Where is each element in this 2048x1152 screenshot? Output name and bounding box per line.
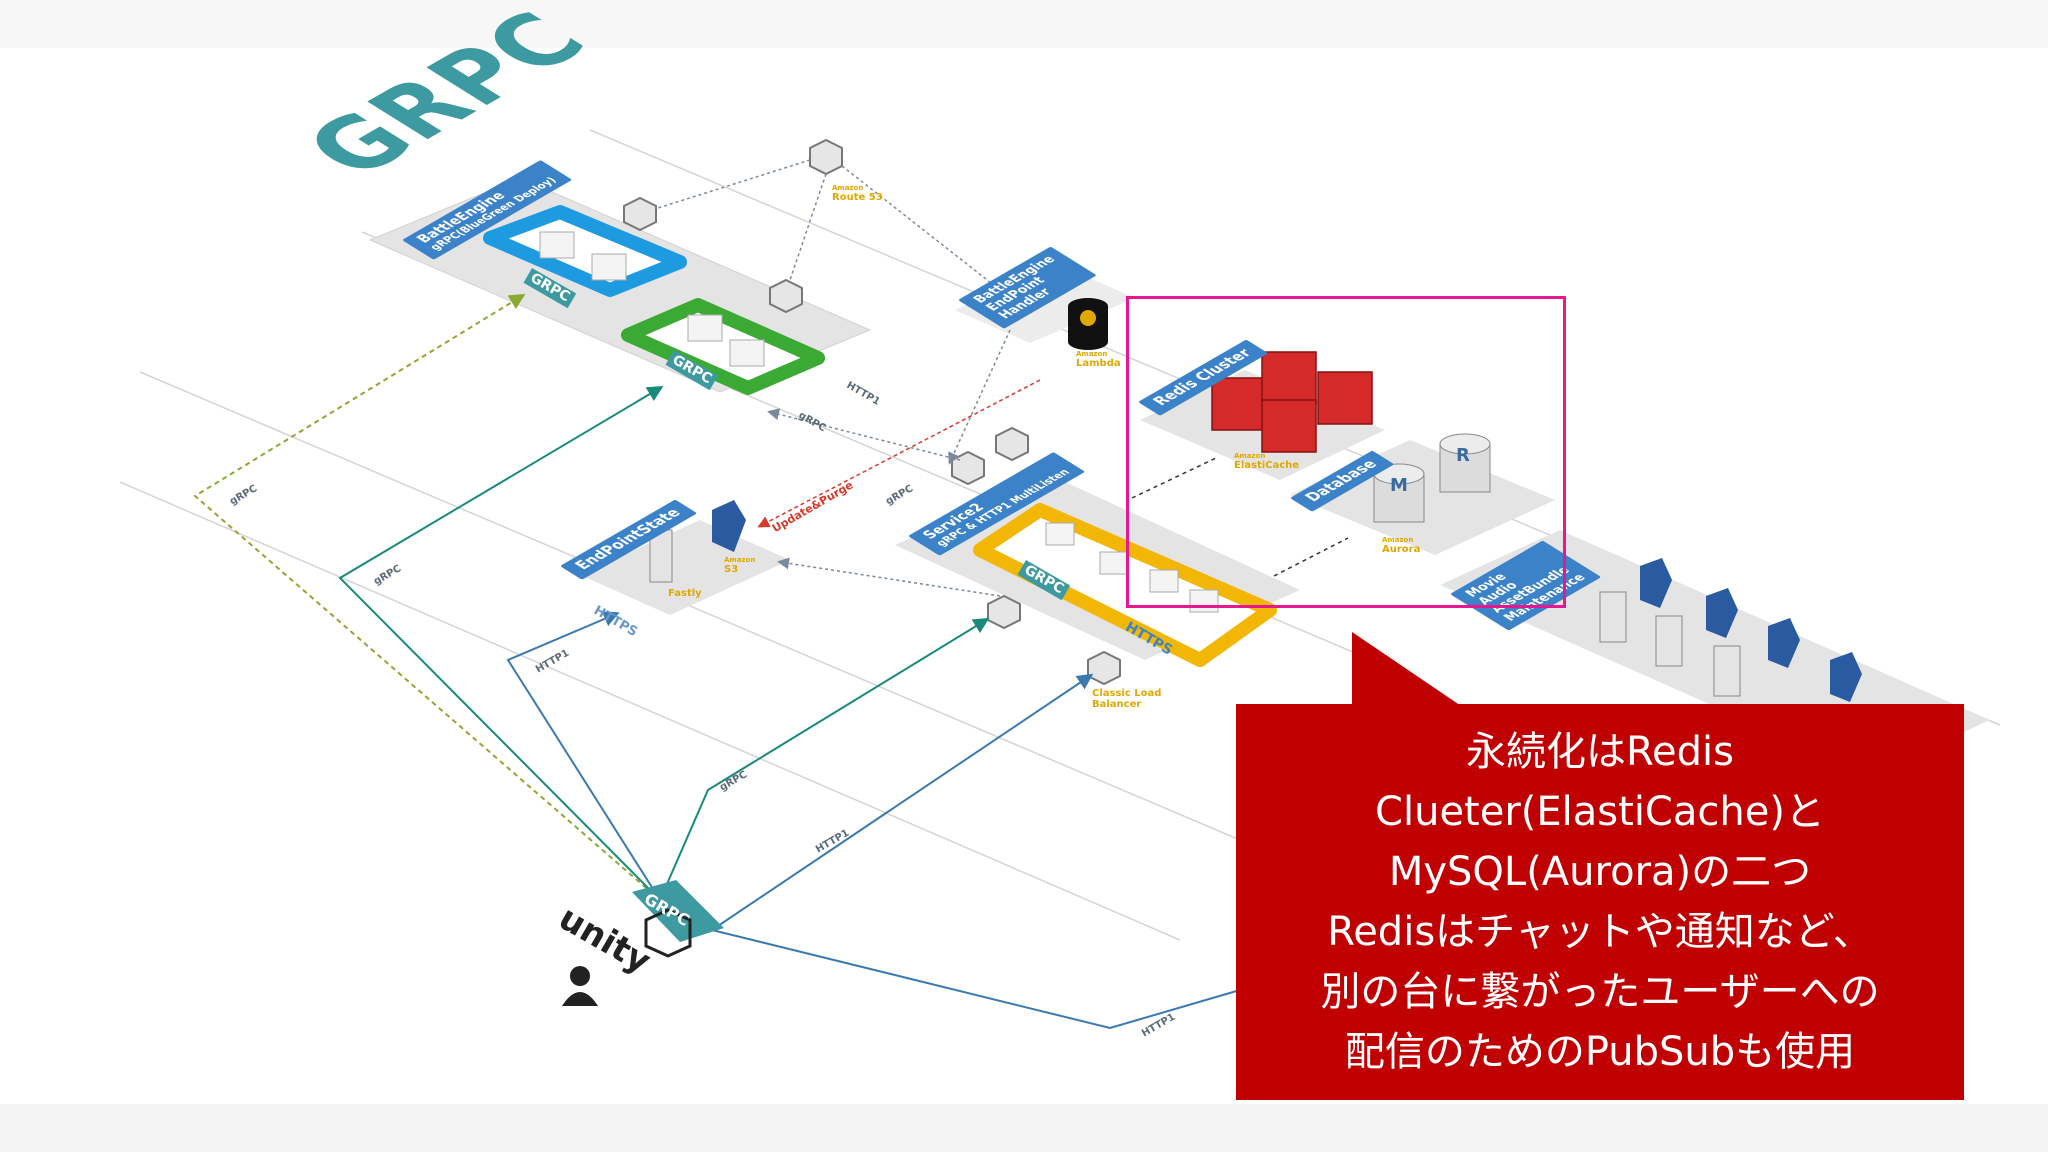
redis-cubes: [1211, 351, 1373, 453]
service2-node-b: [995, 426, 1029, 462]
callout-pointer: [1352, 632, 1470, 712]
database-icons: [1373, 433, 1491, 523]
service2-to-endpointstate: [777, 557, 1001, 597]
update-purge-edge: [757, 379, 1041, 528]
fastly-label: Fastly: [668, 588, 702, 599]
unity-logo-icon: [644, 908, 692, 958]
grpc-dotted-edge: [193, 293, 661, 901]
callout-box: 永続化はRedis Clueter(ElastiCache)と MySQL(Au…: [1236, 704, 1964, 1100]
blue-deploy-box: [483, 205, 687, 297]
http1-endpointstate-edge: [506, 611, 661, 901]
http1-bottom-edge: [711, 929, 1241, 1030]
http1-handler-to-service2: [948, 329, 1011, 465]
grpc-service2-to-battle: [767, 408, 961, 461]
hex-nodes: [623, 138, 1121, 686]
grpc-teal-service2-edge: [659, 617, 990, 901]
client-grpc-badge: [632, 880, 724, 942]
movie-icons: [1599, 558, 1862, 702]
grpc-teal-edge: [338, 385, 664, 901]
clb-node: [1087, 650, 1121, 686]
callout-text: 永続化はRedis Clueter(ElastiCache)と MySQL(Au…: [1320, 729, 1880, 1075]
route53-to-battle-mid: [789, 173, 827, 281]
connections: [193, 159, 1349, 1030]
lambda-icon: [1068, 298, 1108, 350]
service2-node-c: [987, 594, 1021, 630]
battle-node-top: [623, 196, 657, 232]
db-m-label: M: [1390, 475, 1408, 496]
service2-node-a: [951, 450, 985, 486]
route53-to-battle-top: [657, 159, 811, 209]
battle-node-mid: [769, 278, 803, 314]
bottom-band: [0, 1104, 2048, 1152]
redis-database-highlight: [1126, 296, 1566, 608]
service2-to-database: [1273, 537, 1349, 577]
service2-yellow-box: [973, 503, 1277, 667]
http1-clb-edge: [711, 673, 1094, 931]
top-band: [0, 0, 2048, 48]
db-r-label: R: [1456, 445, 1470, 466]
user-icon: [562, 966, 598, 1006]
endpointstate-platform: [580, 520, 790, 615]
s3-icon: [712, 500, 746, 552]
route53-node: [809, 138, 843, 176]
